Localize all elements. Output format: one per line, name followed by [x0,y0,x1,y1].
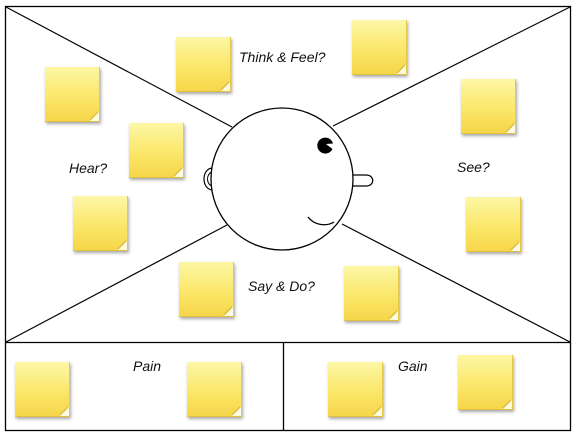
outer-frame [4,5,572,432]
sticky-note-curl [224,307,233,316]
sticky-note[interactable] [466,197,521,252]
sticky-note[interactable] [458,355,513,410]
sticky-note-curl [221,82,230,91]
sticky-note-curl [511,242,520,251]
sticky-note[interactable] [45,67,100,122]
see-label: See? [457,159,490,175]
head-circle [210,107,354,251]
sticky-note-curl [389,311,398,320]
sticky-note[interactable] [461,79,516,134]
sticky-note[interactable] [187,362,242,417]
diagonal-bottom-right [341,223,571,343]
sticky-note[interactable] [344,266,399,321]
diagonal-bottom-left [5,224,228,343]
hear-label: Hear? [69,160,108,176]
head-figure [203,107,374,251]
sticky-note-curl [232,407,241,416]
sticky-note-curl [60,407,69,416]
say-do-label: Say & Do? [248,278,315,294]
sticky-note[interactable] [129,123,184,178]
sticky-note-curl [174,168,183,177]
head-nose [349,174,374,187]
sticky-note[interactable] [328,362,383,417]
diagonal-top-left [5,6,233,128]
sticky-note-curl [503,400,512,409]
head-eye [317,137,333,154]
sticky-note-curl [118,241,127,250]
sticky-note-curl [506,124,515,133]
sticky-note-curl [397,65,406,74]
sticky-note-curl [373,407,382,416]
sticky-note[interactable] [352,20,407,75]
pain-label: Pain [133,358,162,374]
head-mouth [307,216,335,226]
diagonal-top-right [332,6,571,127]
gain-label: Gain [398,358,428,374]
think-feel-label: Think & Feel? [239,49,326,65]
sticky-note[interactable] [15,362,70,417]
sticky-note[interactable] [179,262,234,317]
sticky-note[interactable] [73,196,128,251]
sticky-note[interactable] [176,37,231,92]
sticky-note-curl [90,112,99,121]
